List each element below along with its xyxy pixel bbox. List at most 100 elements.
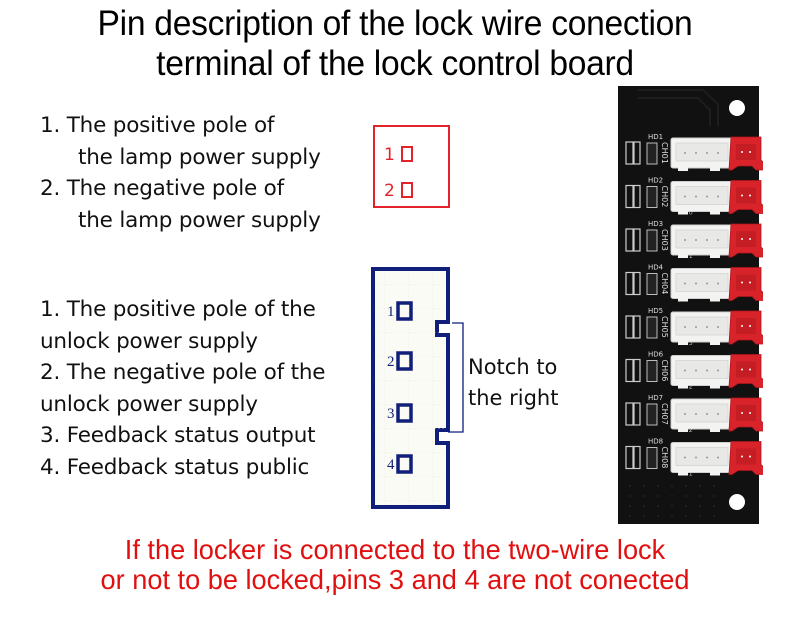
red-connector-cavity [736,274,756,291]
connector-pin [741,455,743,458]
diode-component [646,229,658,252]
diode-component [646,447,658,469]
connector-pin [695,413,697,415]
channel-label: CH07 [660,403,669,425]
pcb-via-dot [713,505,715,507]
lamp-pin-descriptions: 1. The positive pole of the lamp power s… [40,110,321,236]
pcb-via-dot [699,515,701,517]
connector-latch [678,253,688,258]
led-label: HD6 [648,351,664,359]
diode-component [646,360,658,382]
notch-label-line: the right [468,386,559,410]
notch-label-line: Notch to [468,355,558,379]
title-line-2: terminal of the lock control board [156,44,634,83]
pin-pad-icon [396,351,413,371]
notch-bracket [448,322,464,433]
connector-pin [684,239,686,241]
pcb-via-dot [671,485,673,487]
connector-pin [695,369,697,372]
board-channel-row: HD6CH06R22 [625,351,763,391]
lock-desc-line: 2. The negative pole of the [40,360,326,385]
resistor-pad [625,271,634,296]
led-label: HD8 [648,438,663,446]
connector-latch [678,383,688,389]
lock-desc-line: 3. Feedback status output [40,423,316,448]
connector-cavity [675,403,729,423]
diode-component [646,273,658,295]
connector-pin [717,239,719,241]
connector-pin [749,325,751,327]
wiring-note: If the locker is connected to the two-wi… [12,535,778,595]
title-line-1: Pin description of the lock wire conecti… [97,4,693,43]
red-connector-cavity [736,144,756,160]
channel-label: CH05 [660,316,669,338]
connector-pin [706,239,708,241]
connector-cavity [675,186,729,205]
board-channel-row: HD3CH03R11 [625,220,763,260]
connector-pin [717,282,719,285]
connector-pin [717,369,719,372]
pcb-via-dot [699,505,701,507]
connector-pin [717,326,719,328]
connector-latch [710,166,720,171]
lamp-pin-2: 2 [384,181,413,201]
channel-label: CH08 [660,447,669,469]
connector-pin [706,195,708,198]
red-connector-cavity [736,187,756,204]
connector-pin [684,326,686,328]
lock-desc-line: unlock power supply [40,328,258,354]
pcb-via-dot [657,505,659,507]
lock-pin-number: 4 [387,457,395,473]
pcb-via-dot [685,505,687,507]
lock-pin-number: 2 [387,354,395,370]
pcb-via-dot [629,495,631,497]
led-label: HD7 [648,394,663,402]
connector-pin [684,413,686,415]
pcb-via-dot [713,495,715,497]
diode-component [646,142,658,165]
resistor-pad [625,184,634,209]
pcb-via-dot [713,485,715,487]
pcb-via-dot [657,485,659,487]
pcb-via-dot [685,495,687,497]
connector-pin [706,326,708,328]
connector-cavity [675,229,729,249]
connector-pin [695,152,697,154]
pcb-via-dot [629,515,631,517]
connector-pin [749,368,751,371]
connector-cavity [675,142,729,162]
resistor-pad [625,228,634,252]
connector-latch [710,253,720,258]
connector-latch [710,383,720,389]
red-connector-cavity [736,231,756,247]
connector-latch [710,427,720,432]
red-connector-cavity [736,405,756,421]
lock-pin-number: 3 [387,406,395,422]
connector-pin [717,413,719,415]
pin-pad-icon [400,146,413,162]
connector-cavity [675,447,729,466]
board-channel-row: HD4CH04R7 [625,264,763,304]
pcb-via-dot [643,485,645,487]
pcb-via-dot [671,505,673,507]
lock-pin-descriptions: 1. The positive pole of the unlock power… [40,294,326,483]
connector-pin [695,195,697,198]
connector-latch [678,427,688,432]
connector-cavity [675,316,729,336]
connector-latch [678,166,688,171]
connector-pin [741,238,743,240]
wiring-note-line: or not to be locked,pins 3 and 4 are not… [100,564,690,595]
lock-desc-line: unlock power supply [40,391,258,417]
connector-pin [717,152,719,154]
connector-pin [749,281,751,284]
lamp-desc-line: the lamp power supply [78,144,321,170]
connector-latch [678,340,688,345]
connector-pin [741,151,743,153]
resistor-pad [633,315,641,339]
connector-pin [695,282,697,285]
notch-label: Notch to the right [468,352,558,414]
connector-pin [749,238,751,240]
pin-pad-icon [396,403,413,423]
pcb-via-dot [657,495,659,497]
led-label: HD1 [648,133,663,141]
